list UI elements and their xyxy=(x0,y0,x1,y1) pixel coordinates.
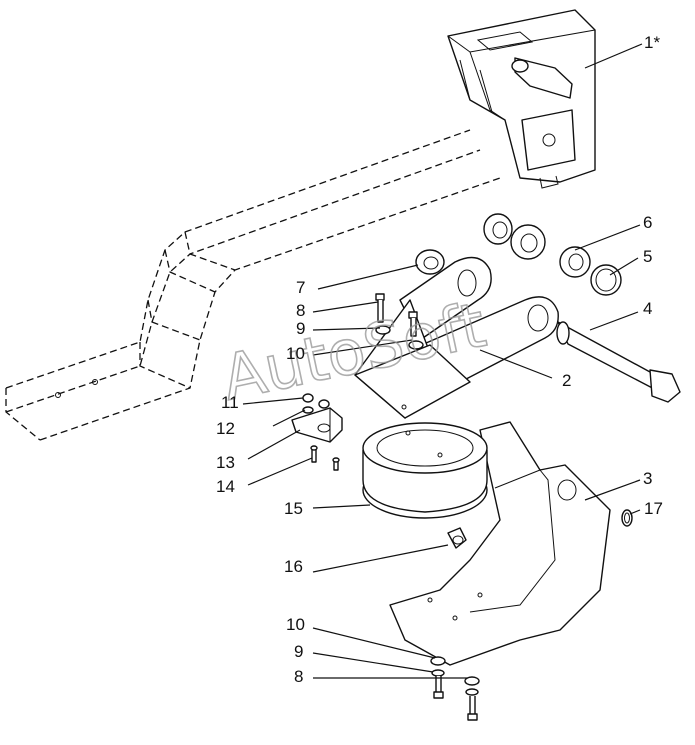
callout-labels: 1* 2 3 4 5 6 7 8 9 10 11 12 13 14 15 16 … xyxy=(216,33,663,686)
callout-2: 2 xyxy=(562,371,571,390)
callout-9-upper: 9 xyxy=(296,319,305,338)
frame-bracket-part-1 xyxy=(447,9,596,189)
callout-7: 7 xyxy=(296,278,305,297)
callout-12: 12 xyxy=(216,419,235,438)
callout-13: 13 xyxy=(216,453,235,472)
bushings xyxy=(483,213,622,296)
callout-8-lower: 8 xyxy=(294,667,303,686)
callout-10-lower: 10 xyxy=(286,615,305,634)
callout-9-lower: 9 xyxy=(294,642,303,661)
callout-4: 4 xyxy=(643,299,652,318)
fitting-part-16 xyxy=(447,527,467,549)
frame-rail xyxy=(5,129,501,441)
support-bracket-part-3 xyxy=(389,421,611,666)
upper-fasteners xyxy=(375,293,424,350)
callout-8-upper: 8 xyxy=(296,301,305,320)
clamp-set-11-14 xyxy=(291,393,343,471)
callout-15: 15 xyxy=(284,499,303,518)
callout-6: 6 xyxy=(643,213,652,232)
callout-10-upper: 10 xyxy=(286,344,305,363)
callout-3: 3 xyxy=(643,469,652,488)
air-spring-part-15 xyxy=(362,422,488,519)
callout-5: 5 xyxy=(643,247,652,266)
callout-16: 16 xyxy=(284,557,303,576)
watermark-text: AutoSoft xyxy=(216,288,492,415)
callout-1: 1* xyxy=(644,33,660,52)
callout-11: 11 xyxy=(221,393,239,412)
washer-part-17 xyxy=(621,509,633,527)
link-bracket-part-2 xyxy=(354,256,559,419)
nut-part-7 xyxy=(415,249,445,275)
leader-lines xyxy=(242,43,643,679)
callout-14: 14 xyxy=(216,477,235,496)
callout-17: 17 xyxy=(644,499,663,518)
lower-fasteners xyxy=(430,656,480,721)
pin-bolt-part-4 xyxy=(556,321,681,403)
